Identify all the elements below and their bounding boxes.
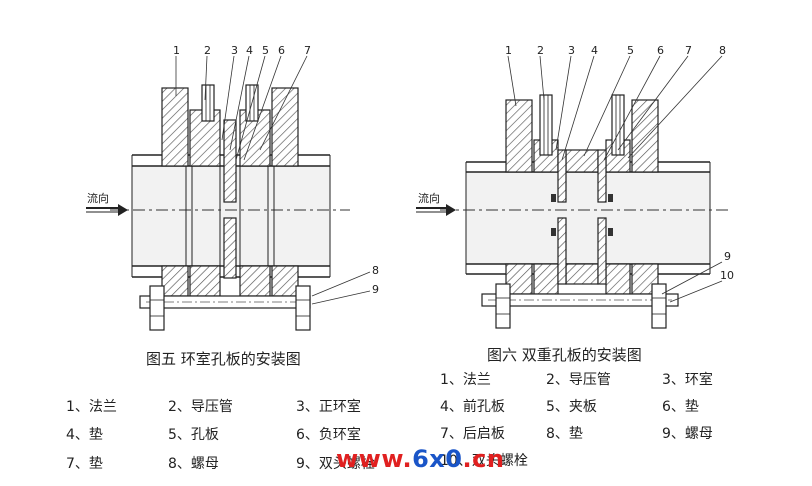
left-callout-7: 7 bbox=[304, 44, 311, 57]
left-legend-item: 5、孔板 bbox=[168, 427, 219, 443]
right-pipe bbox=[465, 161, 711, 275]
left-callout-6: 6 bbox=[278, 44, 285, 57]
right-callout-7: 7 bbox=[685, 44, 692, 57]
right-leaders bbox=[507, 55, 723, 303]
right-callout-4: 4 bbox=[591, 44, 598, 57]
right-legend-item: 1、法兰 bbox=[440, 372, 491, 388]
right-stud-bolt bbox=[481, 293, 679, 307]
right-flow-arrow bbox=[416, 204, 456, 216]
right-nuts bbox=[495, 283, 667, 329]
left-legend-item: 8、螺母 bbox=[168, 456, 219, 472]
left-stud-bolt bbox=[139, 295, 311, 309]
left-legend-item: 3、正环室 bbox=[296, 399, 361, 415]
right-legend-item: 9、螺母 bbox=[662, 426, 713, 442]
left-legend-item: 1、法兰 bbox=[66, 399, 117, 415]
right-callout-1: 1 bbox=[505, 44, 512, 57]
left-leaders bbox=[175, 55, 371, 305]
left-flow-arrow bbox=[86, 204, 128, 216]
left-callout-8: 8 bbox=[372, 264, 379, 277]
left-figure-caption: 图五 环室孔板的安装图 bbox=[146, 350, 301, 368]
left-legend-item: 6、负环室 bbox=[296, 427, 361, 443]
right-legend-item: 7、后启板 bbox=[440, 426, 505, 442]
watermark-part: .cn bbox=[462, 445, 505, 473]
right-callout-6: 6 bbox=[657, 44, 664, 57]
left-impulse-tubes bbox=[201, 84, 259, 122]
left-legend-item: 4、垫 bbox=[66, 427, 103, 443]
site-watermark: www.6x0.cn bbox=[336, 445, 504, 473]
right-orifice-plates bbox=[551, 149, 613, 285]
left-callout-3: 3 bbox=[231, 44, 238, 57]
right-legend-item: 10、双头螺栓 bbox=[440, 453, 528, 469]
left-flow-label: 流向 bbox=[87, 191, 109, 205]
right-legend-item: 4、前孔板 bbox=[440, 399, 505, 415]
right-callout-3: 3 bbox=[568, 44, 575, 57]
right-callout-5: 5 bbox=[627, 44, 634, 57]
right-legend-item: 2、导压管 bbox=[546, 372, 611, 388]
left-callout-4: 4 bbox=[246, 44, 253, 57]
left-callout-1: 1 bbox=[173, 44, 180, 57]
left-legend-item: 9、双头螺栓 bbox=[296, 456, 375, 472]
left-nuts bbox=[149, 285, 311, 331]
left-orifice-plate bbox=[219, 119, 241, 296]
right-legend-item: 8、垫 bbox=[546, 426, 583, 442]
right-legend-item: 5、夹板 bbox=[546, 399, 597, 415]
left-legend-item: 7、垫 bbox=[66, 456, 103, 472]
right-legend-item: 6、垫 bbox=[662, 399, 699, 415]
watermark-part: www. bbox=[336, 445, 413, 473]
right-callout-9: 9 bbox=[724, 250, 731, 263]
right-callout-8: 8 bbox=[719, 44, 726, 57]
left-callout-5: 5 bbox=[262, 44, 269, 57]
right-flow-label: 流向 bbox=[418, 191, 440, 205]
right-figure-caption: 图六 双重孔板的安装图 bbox=[487, 346, 642, 364]
right-legend-item: 3、环室 bbox=[662, 372, 713, 388]
left-callout-9: 9 bbox=[372, 283, 379, 296]
left-assembly-drawing: 流向 1 2 3 4 5 6 7 8 9 bbox=[86, 44, 379, 331]
right-callout-2: 2 bbox=[537, 44, 544, 57]
left-callout-2: 2 bbox=[204, 44, 211, 57]
right-assembly-drawing: 流向 1 2 3 4 5 6 7 8 9 10 bbox=[416, 44, 734, 329]
left-legend-item: 2、导压管 bbox=[168, 399, 233, 415]
right-callout-10: 10 bbox=[720, 269, 734, 282]
watermark-part: 6x0 bbox=[412, 445, 463, 473]
